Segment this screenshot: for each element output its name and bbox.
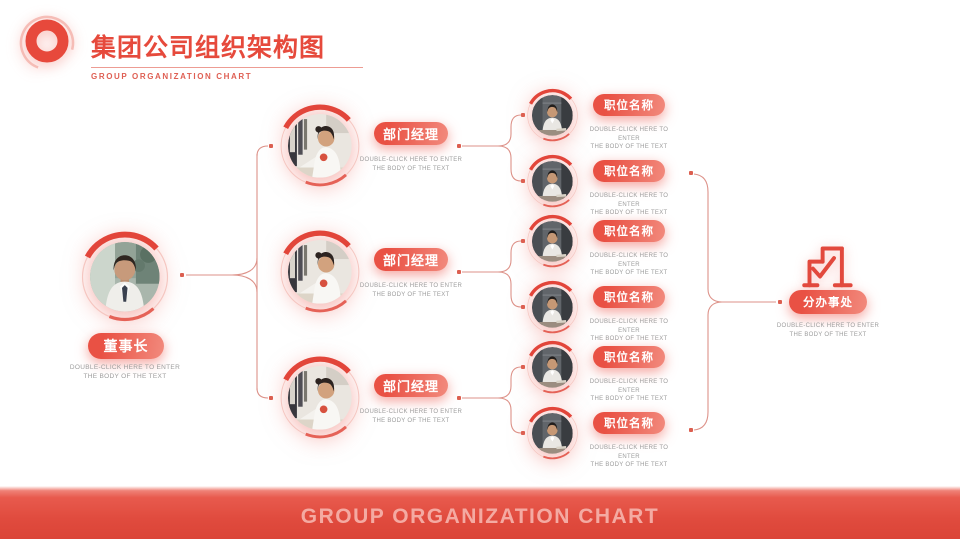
position-4-photo[interactable] [525,280,580,335]
placeholder-line: THE BODY OF THE TEXT [590,396,668,402]
position-6-title-pill[interactable]: 职位名称 [593,412,665,434]
placeholder-line: DOUBLE-CLICK HERE TO ENTER [589,253,669,268]
position-4-desc-placeholder[interactable]: DOUBLE-CLICK HERE TO ENTER THE BODY OF T… [589,318,669,344]
office-buildings-icon [802,246,853,288]
chairman-avatar [90,242,160,312]
footer-banner: GROUP ORGANIZATION CHART [0,486,960,539]
manager-1-desc-placeholder[interactable]: DOUBLE-CLICK HERE TO ENTER THE BODY OF T… [351,156,471,173]
title-underline [91,67,363,68]
manager-1-photo[interactable] [277,103,363,189]
position-label: 职位名称 [604,226,654,238]
position-label: 职位名称 [604,352,654,364]
manager-label: 部门经理 [382,253,439,268]
logo-donut-icon [19,15,75,71]
placeholder-line: DOUBLE-CLICK HERE TO ENTER [589,379,669,394]
position-2-title-pill[interactable]: 职位名称 [593,160,665,182]
manager-3-desc-placeholder[interactable]: DOUBLE-CLICK HERE TO ENTER THE BODY OF T… [351,408,471,425]
placeholder-line: THE BODY OF THE TEXT [590,336,668,342]
position-label: 职位名称 [604,166,654,178]
placeholder-line: DOUBLE-CLICK HERE TO ENTER [359,157,463,163]
placeholder-line: THE BODY OF THE TEXT [83,372,167,380]
position-1-title-pill[interactable]: 职位名称 [593,94,665,116]
placeholder-line: DOUBLE-CLICK HERE TO ENTER [589,319,669,334]
position-3-desc-placeholder[interactable]: DOUBLE-CLICK HERE TO ENTER THE BODY OF T… [589,252,669,278]
position-6-photo[interactable] [525,406,580,461]
position-avatar [532,413,573,454]
position-3-title-pill[interactable]: 职位名称 [593,220,665,242]
position-1-photo[interactable] [525,88,580,143]
placeholder-line: THE BODY OF THE TEXT [590,210,668,216]
placeholder-line: THE BODY OF THE TEXT [372,417,450,424]
position-2-desc-placeholder[interactable]: DOUBLE-CLICK HERE TO ENTER THE BODY OF T… [589,192,669,218]
placeholder-line: THE BODY OF THE TEXT [372,291,450,298]
manager-2-title-pill[interactable]: 部门经理 [374,248,448,271]
header: 集团公司组织架构图 GROUP ORGANIZATION CHART [16,12,363,81]
manager-1-title-pill[interactable]: 部门经理 [374,122,448,145]
page-subtitle: GROUP ORGANIZATION CHART [91,72,253,81]
manager-2-photo[interactable] [277,229,363,315]
manager-avatar [288,240,352,304]
position-3-photo[interactable] [525,214,580,269]
placeholder-line: THE BODY OF THE TEXT [590,270,668,276]
position-label: 职位名称 [604,292,654,304]
branch-title-pill[interactable]: 分办事处 [789,290,867,314]
placeholder-line: DOUBLE-CLICK HERE TO ENTER [589,193,669,208]
placeholder-line: THE BODY OF THE TEXT [372,165,450,172]
placeholder-line: DOUBLE-CLICK HERE TO ENTER [776,323,880,329]
branch-desc-placeholder[interactable]: DOUBLE-CLICK HERE TO ENTER THE BODY OF T… [763,322,893,339]
placeholder-line: THE BODY OF THE TEXT [590,462,668,468]
manager-avatar [288,366,352,430]
position-5-title-pill[interactable]: 职位名称 [593,346,665,368]
manager-3-title-pill[interactable]: 部门经理 [374,374,448,397]
placeholder-line: DOUBLE-CLICK HERE TO ENTER [589,127,669,142]
manager-label: 部门经理 [382,127,439,142]
position-avatar [532,95,573,136]
chairman-photo[interactable] [78,230,172,324]
manager-label: 部门经理 [382,379,439,394]
manager-2-desc-placeholder[interactable]: DOUBLE-CLICK HERE TO ENTER THE BODY OF T… [351,282,471,299]
placeholder-line: THE BODY OF THE TEXT [590,144,668,150]
position-4-title-pill[interactable]: 职位名称 [593,286,665,308]
chairman-title-pill[interactable]: 董事长 [88,333,164,359]
branch-label: 分办事处 [803,297,853,309]
position-avatar [532,287,573,328]
position-label: 职位名称 [604,418,654,430]
chairman-label: 董事长 [103,338,149,354]
position-6-desc-placeholder[interactable]: DOUBLE-CLICK HERE TO ENTER THE BODY OF T… [589,444,669,470]
position-5-desc-placeholder[interactable]: DOUBLE-CLICK HERE TO ENTER THE BODY OF T… [589,378,669,404]
placeholder-line: THE BODY OF THE TEXT [789,331,867,338]
placeholder-line: DOUBLE-CLICK HERE TO ENTER [69,364,181,371]
footer-banner-text: GROUP ORGANIZATION CHART [300,504,660,528]
position-avatar [532,161,573,202]
manager-3-photo[interactable] [277,355,363,441]
position-avatar [532,347,573,388]
placeholder-line: DOUBLE-CLICK HERE TO ENTER [359,409,463,415]
manager-avatar [288,114,352,178]
position-2-photo[interactable] [525,154,580,209]
position-1-desc-placeholder[interactable]: DOUBLE-CLICK HERE TO ENTER THE BODY OF T… [589,126,669,152]
placeholder-line: DOUBLE-CLICK HERE TO ENTER [359,283,463,289]
position-avatar [532,221,573,262]
position-label: 职位名称 [604,100,654,112]
chairman-desc-placeholder[interactable]: DOUBLE-CLICK HERE TO ENTER THE BODY OF T… [60,364,190,381]
placeholder-line: DOUBLE-CLICK HERE TO ENTER [589,445,669,460]
position-5-photo[interactable] [525,340,580,395]
page-title: 集团公司组织架构图 [91,34,326,62]
